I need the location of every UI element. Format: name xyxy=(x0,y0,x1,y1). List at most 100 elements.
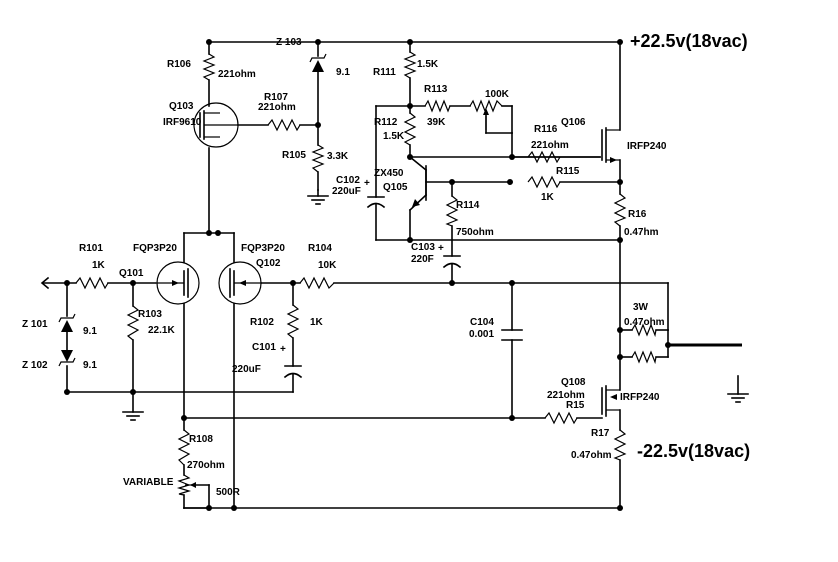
c101-plus: + xyxy=(280,344,286,355)
variable-ref: VARIABLE xyxy=(123,477,174,488)
r106-value: 221ohm xyxy=(218,69,256,80)
r105-symbol xyxy=(311,144,325,173)
r112-ref: R112 xyxy=(374,117,398,128)
r15-ref: R15 xyxy=(566,400,585,411)
r104-symbol xyxy=(299,276,335,290)
z101-value: 9.1 xyxy=(83,326,97,337)
c104-value: 0.001 xyxy=(469,329,494,340)
r116-ref: R116 xyxy=(534,124,558,135)
c102-value: 220uF xyxy=(332,186,361,197)
r107-value: 221ohm xyxy=(258,102,296,113)
r103-value: 22.1K xyxy=(148,325,175,336)
negative-rail-label: -22.5v(18vac) xyxy=(637,441,750,461)
arrow-left-icon xyxy=(40,276,50,290)
capacitor-symbols xyxy=(283,196,523,379)
r116-symbol xyxy=(527,150,561,164)
variable-value: 500R xyxy=(216,487,241,498)
r107-symbol xyxy=(267,118,301,132)
r102-value: 1K xyxy=(310,317,324,328)
r101-value: 1K xyxy=(92,260,106,271)
q106-part: IRFP240 xyxy=(627,141,667,152)
r114-value: 750ohm xyxy=(456,227,494,238)
r102-ref: R102 xyxy=(250,317,274,328)
q102-part: FQP3P20 xyxy=(241,243,285,254)
z101-ref: Z 101 xyxy=(22,319,48,330)
r111-ref: R111 xyxy=(373,67,396,78)
pot100k-value: 100K xyxy=(485,89,510,100)
r15-symbol xyxy=(544,411,578,425)
r115-value: 1K xyxy=(541,192,555,203)
variable-symbol xyxy=(176,474,192,496)
zener-symbols xyxy=(58,53,327,367)
r16-value: 0.47hm xyxy=(624,227,659,238)
r106-ref: R106 xyxy=(167,59,191,70)
c101-ref: C101 xyxy=(252,342,276,353)
c102-plus: + xyxy=(364,178,370,189)
q108-part: IRFP240 xyxy=(620,392,660,403)
r103-ref: R103 xyxy=(138,309,162,320)
c103-plus: + xyxy=(438,243,444,254)
c104-ref: C104 xyxy=(470,317,494,328)
r113-ref: R113 xyxy=(424,84,448,95)
q106-ref: Q106 xyxy=(561,117,586,128)
r16-symbol xyxy=(613,193,627,227)
r17-value: 0.47ohm xyxy=(571,450,612,461)
junctions xyxy=(64,39,671,511)
out-pair-power: 3W xyxy=(633,302,649,313)
r17-symbol xyxy=(613,429,627,461)
z102-ref: Z 102 xyxy=(22,360,48,371)
ground-icon xyxy=(122,411,144,421)
r102-symbol xyxy=(286,304,300,339)
c103-ref: C103 xyxy=(411,242,435,253)
z102-value: 9.1 xyxy=(83,360,97,371)
r115-ref: R115 xyxy=(556,166,580,177)
q101-ref: Q101 xyxy=(119,268,144,279)
c103-value: 220F xyxy=(411,254,434,265)
r104-ref: R104 xyxy=(308,243,332,254)
q108-ref: Q108 xyxy=(561,377,586,388)
z103-ref: Z 103 xyxy=(276,37,302,48)
r111-value: 1.5K xyxy=(417,59,439,70)
transistor-symbols xyxy=(155,102,620,417)
r115-symbol xyxy=(527,175,561,189)
r112-value: 1.5K xyxy=(383,131,405,142)
q102-ref: Q102 xyxy=(256,258,281,269)
ground-icon xyxy=(307,189,329,205)
r104-value: 10K xyxy=(318,260,337,271)
r15-value: 221ohm xyxy=(547,390,585,401)
out-res-top-symbol xyxy=(631,323,657,338)
r108-value: 270ohm xyxy=(187,460,225,471)
q103-part: IRF9610 xyxy=(163,117,202,128)
r114-symbol xyxy=(445,195,459,227)
r111-symbol xyxy=(403,51,417,79)
r17-ref: R17 xyxy=(591,428,610,439)
r106-symbol xyxy=(202,53,216,81)
r114-ref: R114 xyxy=(456,200,480,211)
c102-ref: C102 xyxy=(336,175,360,186)
r108-ref: R108 xyxy=(189,434,213,445)
r105-value: 3.3K xyxy=(327,151,349,162)
q105-part: ZX450 xyxy=(374,168,404,179)
r105-ref: R105 xyxy=(282,150,306,161)
r116-value: 221ohm xyxy=(531,140,569,151)
wires xyxy=(43,41,742,509)
r108-symbol xyxy=(177,429,191,466)
resistor-symbols xyxy=(75,51,657,496)
r112-symbol xyxy=(403,112,417,146)
r113-symbol xyxy=(424,99,451,113)
r113-value: 39K xyxy=(427,117,446,128)
c101-value: 220uF xyxy=(232,364,261,375)
r16-ref: R16 xyxy=(628,209,647,220)
r101-ref: R101 xyxy=(79,243,103,254)
r103-symbol xyxy=(126,305,140,341)
r101-symbol xyxy=(75,276,109,290)
out-res-bottom-symbol xyxy=(631,350,657,365)
labels: +22.5v(18vac) -22.5v(18vac) R106 221ohm … xyxy=(22,31,750,498)
q103-ref: Q103 xyxy=(169,101,194,112)
out-pair-value: 0.47ohm xyxy=(624,317,665,328)
ground-icon xyxy=(727,375,749,403)
z103-value: 9.1 xyxy=(336,67,350,78)
q101-part: FQP3P20 xyxy=(133,243,177,254)
positive-rail-label: +22.5v(18vac) xyxy=(630,31,748,51)
